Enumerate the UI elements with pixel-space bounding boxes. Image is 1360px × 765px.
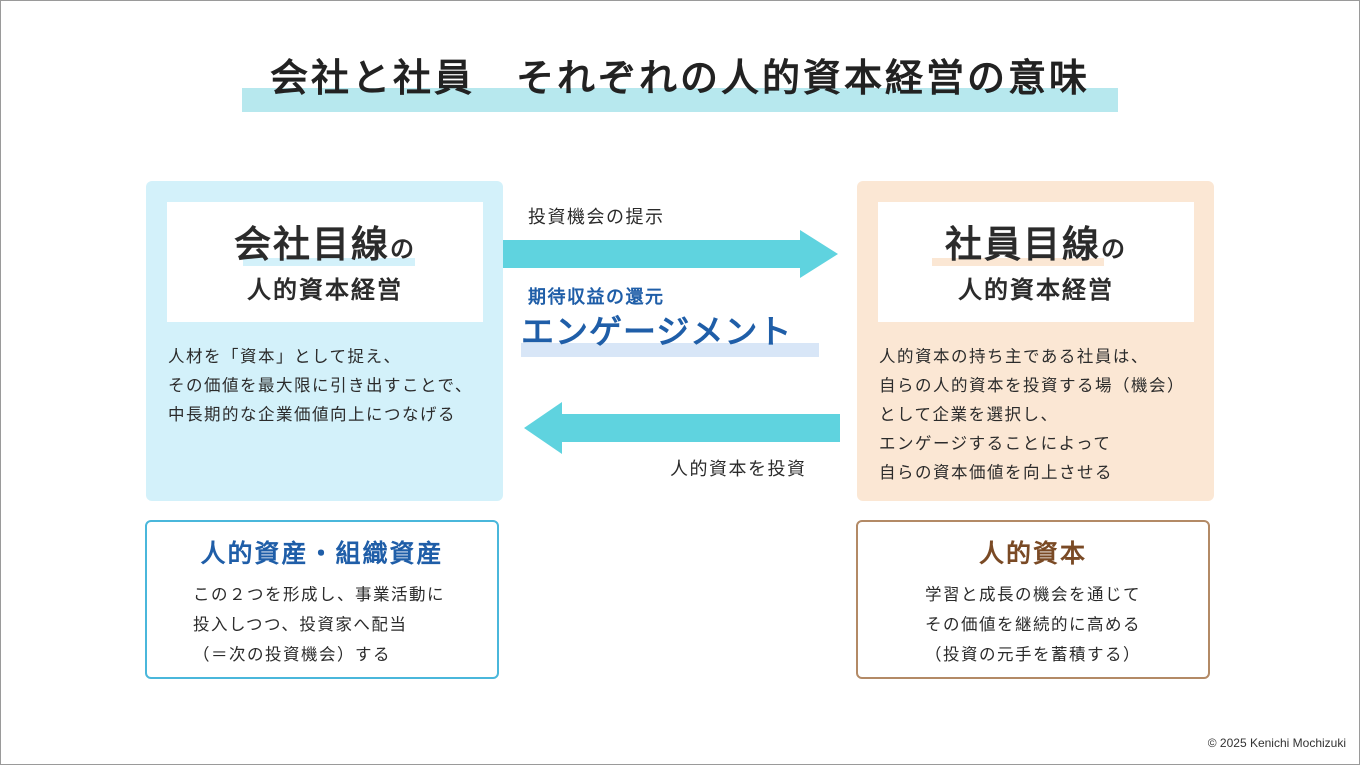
company-heading-card: 会社目線の 人的資本経営 bbox=[167, 202, 483, 322]
box-line: 学習と成長の機会を通じて bbox=[925, 585, 1141, 604]
page-title: 会社と社員 それぞれの人的資本経営の意味 bbox=[269, 56, 1090, 100]
heading-underline bbox=[932, 258, 1104, 266]
copyright-notice: © 2025 Kenichi Mochizuki bbox=[1207, 736, 1346, 750]
description-line: 自らの資本価値を向上させる bbox=[879, 463, 1113, 482]
company-heading-main: 会社目線 bbox=[234, 223, 390, 266]
employee-description: 人的資本の持ち主である社員は、 自らの人的資本を投資する場（機会） として企業を… bbox=[879, 342, 1199, 487]
box-line: （＝次の投資機会）する bbox=[193, 645, 391, 664]
heading-underline bbox=[243, 258, 415, 266]
expected-return-label: 期待収益の還元 bbox=[528, 287, 665, 308]
employee-heading-card: 社員目線の 人的資本経営 bbox=[878, 202, 1194, 322]
employee-heading-particle: の bbox=[1101, 235, 1127, 263]
company-heading-sub: 人的資本経営 bbox=[247, 276, 403, 304]
box-line: 投入しつつ、投資家へ配当 bbox=[193, 615, 408, 634]
investment-opportunity-label: 投資機会の提示 bbox=[528, 207, 665, 228]
description-line: その価値を最大限に引き出すことで、 bbox=[168, 376, 473, 395]
description-line: として企業を選択し、 bbox=[879, 405, 1059, 424]
human-organizational-assets-box: 人的資産・組織資産 この２つを形成し、事業活動に 投入しつつ、投資家へ配当 （＝… bbox=[145, 520, 499, 679]
box-line: その価値を継続的に高める bbox=[925, 615, 1141, 634]
engagement-highlight bbox=[521, 343, 819, 357]
company-description: 人材を「資本」として捉え、 その価値を最大限に引き出すことで、 中長期的な企業価… bbox=[168, 342, 488, 429]
box-line: （投資の元手を蓄積する） bbox=[925, 645, 1141, 664]
assets-box-text: この２つを形成し、事業活動に 投入しつつ、投資家へ配当 （＝次の投資機会）する bbox=[193, 580, 543, 670]
right-arrow bbox=[503, 230, 838, 278]
description-line: エンゲージすることによって bbox=[879, 434, 1112, 453]
title-block: 会社と社員 それぞれの人的資本経営の意味 bbox=[242, 50, 1118, 114]
assets-box-title: 人的資産・組織資産 bbox=[200, 539, 444, 568]
title-highlight bbox=[242, 88, 1118, 112]
employee-perspective-panel: 社員目線の 人的資本経営 人的資本の持ち主である社員は、 自らの人的資本を投資す… bbox=[857, 181, 1214, 501]
description-line: 人材を「資本」として捉え、 bbox=[168, 347, 402, 366]
capital-box-title: 人的資本 bbox=[978, 539, 1087, 568]
company-heading: 会社目線の bbox=[167, 222, 483, 272]
capital-box-text: 学習と成長の機会を通じて その価値を継続的に高める （投資の元手を蓄積する） bbox=[858, 580, 1208, 670]
employee-heading-sub: 人的資本経営 bbox=[958, 276, 1114, 304]
description-line: 人的資本の持ち主である社員は、 bbox=[879, 347, 1149, 366]
description-line: 自らの人的資本を投資する場（機会） bbox=[879, 376, 1185, 395]
company-heading-particle: の bbox=[390, 235, 416, 263]
left-arrow bbox=[524, 402, 840, 454]
exchange-arrows bbox=[503, 230, 840, 454]
human-capital-box: 人的資本 学習と成長の機会を通じて その価値を継続的に高める （投資の元手を蓄積… bbox=[856, 520, 1210, 679]
employee-heading: 社員目線の bbox=[878, 222, 1194, 272]
box-line: この２つを形成し、事業活動に bbox=[193, 585, 445, 604]
invest-human-capital-label: 人的資本を投資 bbox=[670, 459, 807, 480]
company-perspective-panel: 会社目線の 人的資本経営 人材を「資本」として捉え、 その価値を最大限に引き出す… bbox=[146, 181, 503, 501]
engagement-label: エンゲージメント bbox=[521, 312, 793, 351]
engagement-block: エンゲージメント bbox=[521, 309, 819, 357]
description-line: 中長期的な企業価値向上につなげる bbox=[168, 405, 456, 424]
employee-heading-main: 社員目線 bbox=[945, 223, 1101, 266]
